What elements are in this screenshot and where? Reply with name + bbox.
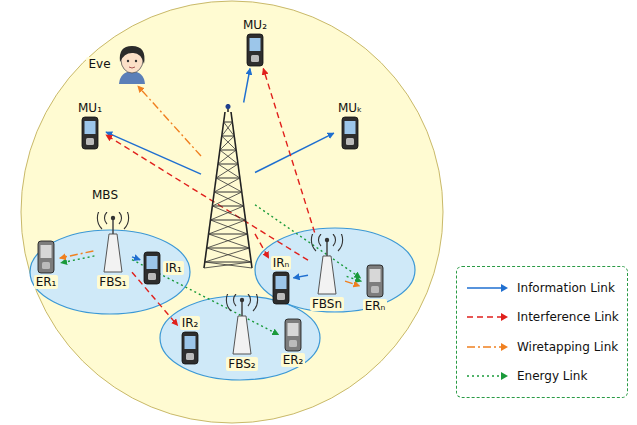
user-device: IR₁: [142, 251, 184, 285]
legend-text: Information Link: [517, 281, 615, 295]
information-link: [132, 257, 140, 260]
device-label: MBS: [90, 188, 120, 202]
legend-entry: Energy Link: [465, 369, 619, 383]
legend-text: Energy Link: [517, 369, 587, 383]
wiretapping-link: [138, 86, 201, 156]
ephone-icon: [36, 240, 56, 274]
femto-base-station: FBS₂: [224, 294, 260, 371]
legend-text: Interference Link: [517, 310, 619, 324]
user-device: MU₂: [241, 18, 269, 67]
device-label: FBSn: [310, 297, 344, 311]
legend-sample: [465, 312, 509, 322]
device-label: FBS₂: [226, 357, 257, 371]
device-label: MU₁: [76, 101, 104, 115]
user-device: IRₙ: [271, 256, 292, 305]
phone-icon: [142, 251, 162, 285]
user-device: ER₁: [34, 240, 59, 289]
phone-icon: [271, 271, 291, 305]
device-label: ER₁: [34, 275, 59, 289]
information-link: [244, 69, 250, 103]
device-label: ERₙ: [363, 299, 388, 313]
tower-icon: [309, 234, 345, 296]
device-label: Eve: [86, 57, 112, 71]
device-label: IR₁: [163, 261, 184, 275]
interference-link: [263, 69, 314, 233]
interference-link: [255, 234, 269, 258]
device-label: IR₂: [180, 316, 201, 330]
information-link: [255, 133, 334, 172]
legend-sample: [465, 283, 509, 293]
person-icon: [114, 44, 150, 84]
eavesdropper: Eve: [86, 44, 149, 84]
tower-icon: [224, 294, 260, 356]
legend-entry: Information Link: [465, 281, 619, 295]
phone-icon: [180, 331, 200, 365]
device-label: IRₙ: [271, 256, 292, 270]
legend-sample: [465, 371, 509, 381]
legend-box: Information LinkInterference LinkWiretap…: [456, 266, 628, 398]
user-device: ERₙ: [363, 264, 388, 313]
wiretapping-link: [345, 281, 360, 286]
legend-text: Wiretapping Link: [517, 340, 618, 354]
device-label: ER₂: [281, 353, 306, 367]
wiretapping-link: [60, 251, 94, 258]
legend-entry: Wiretapping Link: [465, 340, 619, 354]
information-link: [106, 132, 201, 174]
femto-cell: [160, 296, 320, 380]
device-label: MU₂: [241, 18, 269, 32]
user-device: ER₂: [281, 318, 306, 367]
legend-entry: Interference Link: [465, 310, 619, 324]
device-label: MUₖ: [336, 101, 364, 115]
macro-base-station: MBS: [202, 104, 254, 269]
mbs-icon: [202, 104, 254, 269]
phone-icon: [80, 116, 100, 150]
energy-link: [255, 205, 361, 278]
ephone-icon: [365, 264, 385, 298]
phone-icon: [245, 33, 265, 67]
femto-cell: [30, 230, 190, 314]
macro-cell: [21, 1, 443, 423]
user-device: IR₂: [180, 316, 201, 365]
ephone-icon: [283, 318, 303, 352]
tower-icon: [95, 212, 131, 274]
femto-base-station: FBS₁: [95, 212, 131, 289]
legend-sample: [465, 342, 509, 352]
femto-base-station: FBSn: [309, 234, 345, 311]
device-label: FBS₁: [97, 275, 128, 289]
information-link: [293, 275, 308, 278]
user-device: MU₁: [76, 101, 104, 150]
energy-link: [347, 276, 362, 281]
user-device: MUₖ: [336, 101, 364, 150]
phone-icon: [340, 116, 360, 150]
femto-cell: [255, 228, 415, 312]
